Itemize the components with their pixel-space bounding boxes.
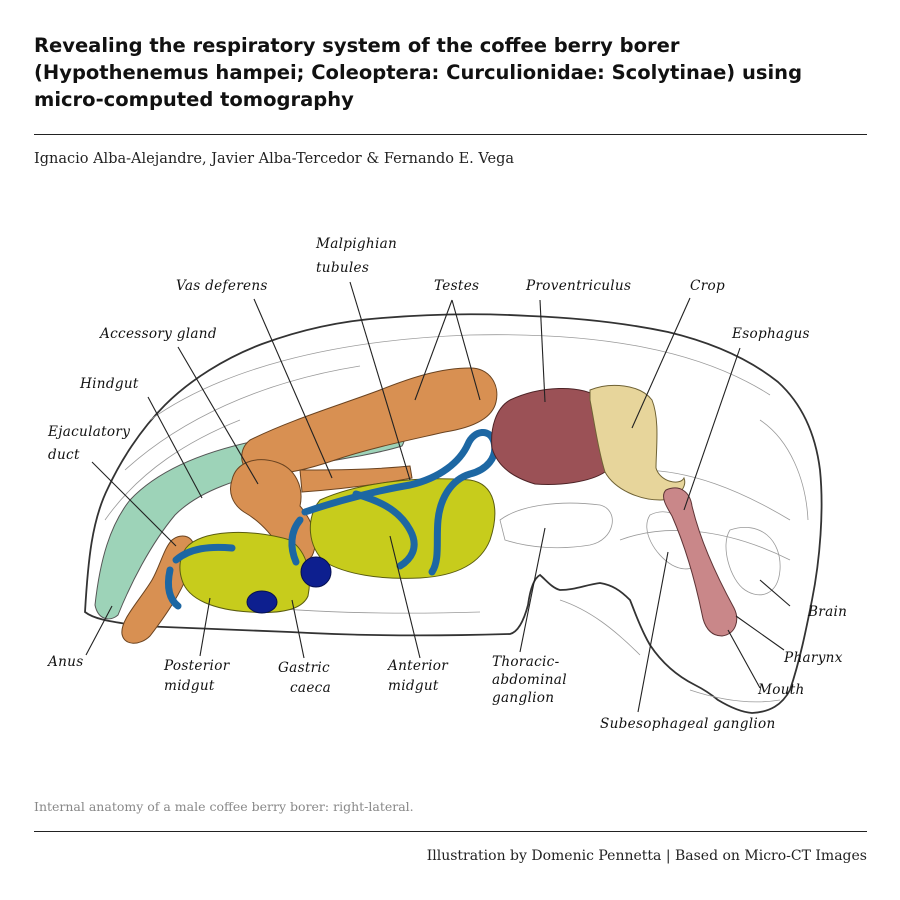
- crop: [589, 384, 686, 501]
- label-malpighian-line1: Malpighian: [315, 236, 397, 252]
- label-pharynx: Pharynx: [783, 650, 843, 666]
- label-thoracic-line3: ganglion: [492, 690, 554, 706]
- label-subesophageal: Subesophageal ganglion: [600, 716, 776, 732]
- footer-divider: [34, 831, 867, 832]
- label-hindgut: Hindgut: [79, 376, 139, 392]
- gastric-caeca-lower: [246, 590, 278, 614]
- label-ejaculatory-line2: duct: [48, 447, 80, 463]
- label-posterior-line2: midgut: [164, 678, 215, 694]
- paper-title: Revealing the respiratory system of the …: [34, 34, 803, 111]
- label-thoracic-line2: abdominal: [492, 672, 567, 688]
- label-testes: Testes: [434, 278, 479, 294]
- label-posterior-line1: Posterior: [163, 658, 231, 674]
- label-anterior-line1: Anterior: [386, 658, 449, 674]
- label-anus: Anus: [46, 654, 84, 670]
- esophagus: [663, 487, 738, 637]
- label-esophagus: Esophagus: [731, 326, 810, 342]
- label-vas-deferens: Vas deferens: [176, 278, 268, 294]
- label-mouth: Mouth: [757, 682, 805, 698]
- label-malpighian-line2: tubules: [316, 260, 369, 276]
- author-list: Ignacio Alba-Alejandre, Javier Alba-Terc…: [34, 151, 515, 167]
- gastric-caeca-upper: [300, 556, 332, 588]
- label-brain: Brain: [807, 604, 847, 620]
- label-proventriculus: Proventriculus: [525, 278, 631, 294]
- label-anterior-line2: midgut: [388, 678, 439, 694]
- vas-deferens: [299, 465, 413, 493]
- label-gastric-line2: caeca: [290, 680, 331, 696]
- labels: Malpighian tubules Vas deferens Testes P…: [46, 236, 847, 732]
- label-thoracic-line1: Thoracic-: [492, 654, 560, 670]
- label-ejaculatory-line1: Ejaculatory: [47, 424, 130, 440]
- label-accessory-gland: Accessory gland: [98, 326, 217, 342]
- leader-lines: [85, 281, 791, 713]
- illustration-credit: Illustration by Domenic Pennetta | Based…: [426, 848, 867, 864]
- label-crop: Crop: [690, 278, 725, 294]
- label-gastric-line1: Gastric: [278, 660, 330, 676]
- title-divider: [34, 134, 867, 135]
- figure-caption: Internal anatomy of a male coffee berry …: [34, 799, 414, 814]
- proventriculus: [491, 388, 612, 485]
